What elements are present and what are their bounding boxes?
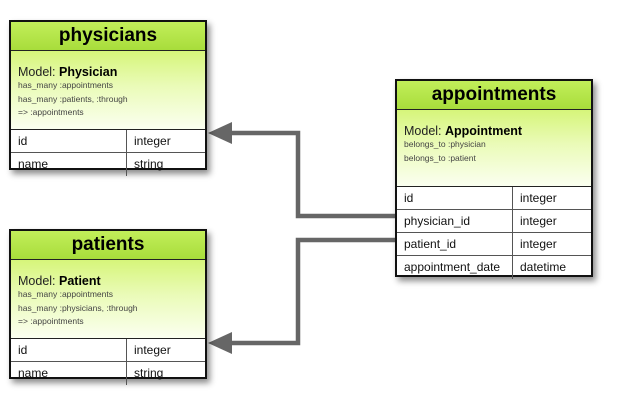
association-line: => :appointments bbox=[18, 107, 84, 117]
field-name: patient_id bbox=[397, 233, 513, 255]
table-title: appointments bbox=[397, 81, 591, 110]
model-label: Model: Patient bbox=[18, 274, 101, 288]
association-line: has_many :appointments bbox=[18, 289, 113, 299]
arrowhead-physicians-id bbox=[208, 122, 232, 144]
field-row[interactable]: physician_id integer bbox=[397, 210, 591, 233]
physicians-table[interactable]: physicians Model: Physician has_many :ap… bbox=[9, 20, 207, 176]
field-row[interactable]: patient_id integer bbox=[397, 233, 591, 256]
connector-patient-id bbox=[230, 237, 395, 346]
appointments-table[interactable]: appointments Model: Appointment belongs_… bbox=[395, 79, 593, 279]
model-section: Model: Appointment belongs_to :physician… bbox=[397, 110, 591, 187]
association-line: => :appointments bbox=[18, 316, 84, 326]
model-label: Model: Physician bbox=[18, 65, 118, 79]
field-row[interactable]: name string bbox=[11, 153, 205, 176]
field-type: string bbox=[134, 366, 164, 380]
field-type: integer bbox=[520, 237, 557, 251]
model-name: Patient bbox=[59, 274, 101, 288]
field-type: integer bbox=[134, 134, 171, 148]
model-name: Appointment bbox=[445, 124, 523, 138]
field-type: integer bbox=[520, 214, 557, 228]
table-title: patients bbox=[11, 231, 205, 260]
model-section: Model: Physician has_many :appointments … bbox=[11, 51, 205, 130]
field-name: id bbox=[397, 187, 513, 209]
field-row[interactable]: id integer bbox=[11, 339, 205, 362]
field-type: datetime bbox=[520, 260, 567, 274]
field-name: appointment_date bbox=[397, 256, 513, 279]
field-type: string bbox=[134, 157, 164, 171]
model-name: Physician bbox=[59, 65, 118, 79]
association-line: has_many :appointments bbox=[18, 80, 113, 90]
field-type: integer bbox=[134, 343, 171, 357]
field-name: physician_id bbox=[397, 210, 513, 232]
association-line: belongs_to :physician bbox=[404, 139, 486, 149]
field-row[interactable]: appointment_date datetime bbox=[397, 256, 591, 279]
field-name: id bbox=[11, 339, 127, 361]
field-row[interactable]: name string bbox=[11, 362, 205, 385]
field-name: name bbox=[11, 362, 127, 385]
association-line: has_many :patients, :through bbox=[18, 93, 128, 104]
association-line: has_many :physicians, :through bbox=[18, 302, 138, 313]
field-type: integer bbox=[520, 191, 557, 205]
arrowhead-patients-id bbox=[208, 332, 232, 354]
model-section: Model: Patient has_many :appointments ha… bbox=[11, 260, 205, 339]
field-name: name bbox=[11, 153, 127, 176]
field-row[interactable]: id integer bbox=[11, 130, 205, 153]
connector-physician-id bbox=[230, 130, 395, 219]
field-name: id bbox=[11, 130, 127, 152]
table-title: physicians bbox=[11, 22, 205, 51]
association-line: belongs_to :patient bbox=[404, 152, 476, 163]
field-row[interactable]: id integer bbox=[397, 187, 591, 210]
patients-table[interactable]: patients Model: Patient has_many :appoin… bbox=[9, 229, 207, 385]
model-label: Model: Appointment bbox=[404, 124, 523, 138]
